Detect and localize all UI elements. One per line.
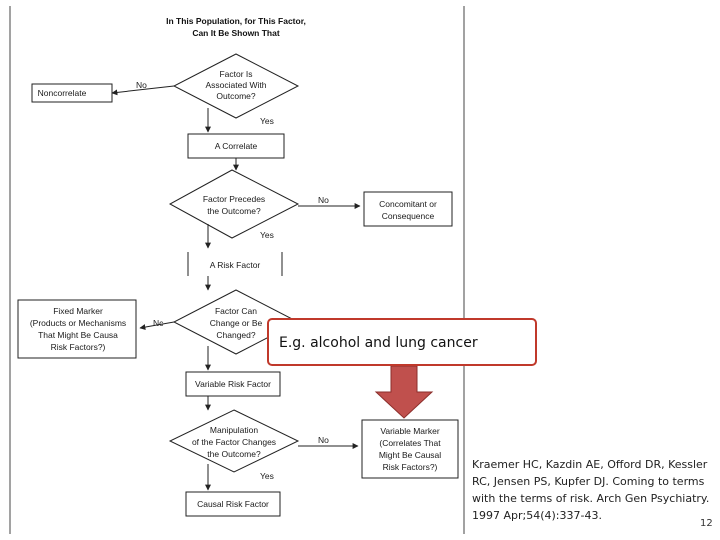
- edge-precedes-yes-label: Yes: [260, 230, 274, 240]
- outcome-variable-marker-line-2: (Correlates That: [379, 438, 441, 448]
- decision-associated-line-3: Outcome?: [216, 91, 255, 101]
- edge-manipulation-no-label: No: [318, 435, 329, 445]
- outcome-noncorrelate-label: Noncorrelate: [38, 88, 87, 98]
- outcome-correlate-label: A Correlate: [215, 141, 258, 151]
- outcome-variable-risk-factor-box: [185, 371, 281, 397]
- outcome-fixed-marker-line-4: Risk Factors?): [51, 342, 106, 352]
- flowchart-title-line-1: In This Population, for This Factor,: [166, 16, 306, 26]
- page-number: 12: [700, 518, 713, 529]
- outcome-fixed-marker-line-2: (Products or Mechanisms: [30, 318, 126, 328]
- edge-associated-no-label: No: [136, 80, 147, 90]
- outcome-concomitant-line-2: Consequence: [382, 211, 435, 221]
- outcome-noncorrelate-box: [31, 83, 113, 103]
- decision-can-change-line-2: Change or Be: [210, 318, 263, 328]
- edge-associated-no: [111, 85, 175, 96]
- red-down-arrow-icon: [374, 365, 434, 419]
- outcome-risk-factor-label: A Risk Factor: [210, 260, 261, 270]
- outcome-fixed-marker-box: [17, 299, 137, 359]
- outcome-variable-marker-line-4: Risk Factors?): [383, 462, 438, 472]
- decision-precedes-line-1: Factor Precedes: [203, 194, 265, 204]
- edge-can-change-no: [139, 321, 175, 331]
- example-callout-text: E.g. alcohol and lung cancer: [279, 335, 478, 351]
- outcome-causal-risk-factor-label: Causal Risk Factor: [197, 499, 269, 509]
- outcome-fixed-marker-line-3: That Might Be Causa: [38, 330, 118, 340]
- example-callout-box: E.g. alcohol and lung cancer: [267, 318, 537, 366]
- decision-can-change-line-3: Changed?: [216, 330, 256, 340]
- edge-precedes-no-label: No: [318, 195, 329, 205]
- edge-associated-yes-label: Yes: [260, 116, 274, 126]
- outcome-variable-marker-box: [361, 419, 459, 479]
- outcome-variable-risk-factor-label: Variable Risk Factor: [195, 379, 271, 389]
- flowchart-title-line-2: Can It Be Shown That: [192, 28, 280, 38]
- decision-associated-line-2: Associated With: [206, 80, 267, 90]
- outcome-variable-marker-line-3: Might Be Causal: [379, 450, 441, 460]
- decision-manipulation-line-1: Manipulation: [210, 425, 258, 435]
- decision-associated-diamond: [172, 53, 300, 119]
- outcome-concomitant-line-1: Concomitant or: [379, 199, 437, 209]
- decision-precedes-diamond: [168, 169, 300, 239]
- decision-can-change-line-1: Factor Can: [215, 306, 257, 316]
- outcome-fixed-marker-line-1: Fixed Marker: [53, 306, 103, 316]
- decision-manipulation-line-2: of the Factor Changes: [192, 437, 276, 447]
- decision-precedes-line-2: the Outcome?: [207, 206, 261, 216]
- outcome-causal-risk-factor-box: [185, 491, 281, 517]
- outcome-concomitant-box: [363, 191, 453, 227]
- edge-manipulation-yes-label: Yes: [260, 471, 274, 481]
- decision-associated-line-1: Factor Is: [219, 69, 252, 79]
- edge-can-change-no-label: Nc: [153, 318, 164, 328]
- citation-text: Kraemer HC, Kazdin AE, Offord DR, Kessle…: [472, 458, 710, 522]
- outcome-variable-marker-line-1: Variable Marker: [380, 426, 440, 436]
- decision-manipulation-diamond: [168, 409, 300, 473]
- decision-manipulation-line-3: the Outcome?: [207, 449, 261, 459]
